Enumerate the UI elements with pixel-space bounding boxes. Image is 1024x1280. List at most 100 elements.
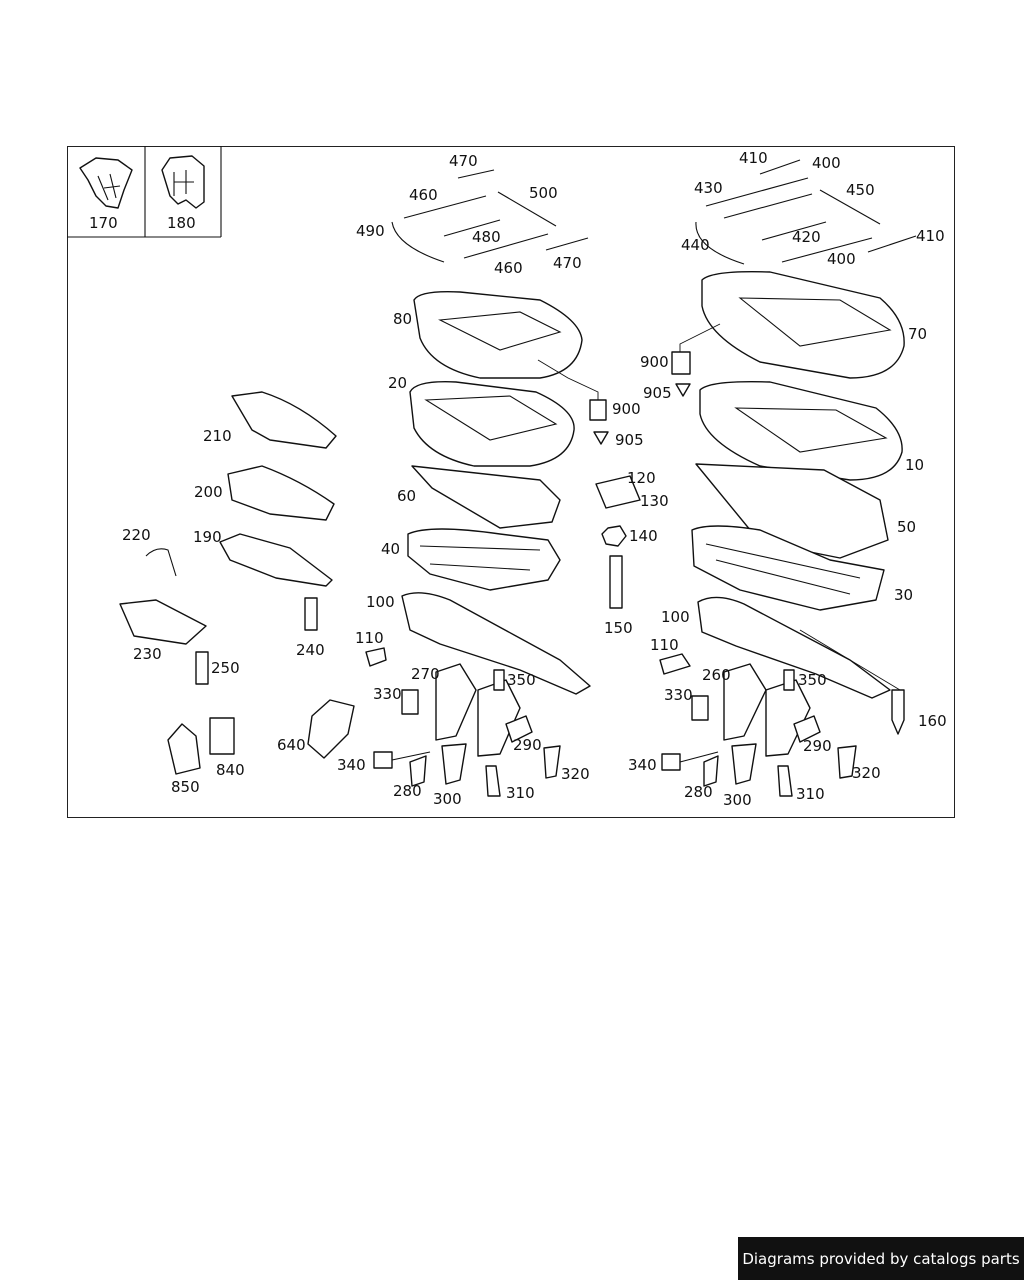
callout-270: 270 (411, 665, 440, 683)
seat-rail-100-right (697, 596, 891, 699)
bracket-190 (219, 533, 333, 587)
seat-rail-100-left (401, 592, 591, 695)
callout-460: 460 (494, 259, 523, 277)
callout-230: 230 (133, 645, 162, 663)
callout-190: 190 (193, 528, 222, 546)
callout-905: 905 (643, 384, 672, 402)
clip-905-b (675, 383, 691, 397)
inset-label-170: 170 (89, 214, 118, 232)
footer-credit-text: Diagrams provided by catalogs parts (742, 1249, 1020, 1268)
callout-100: 100 (661, 608, 690, 626)
callout-220: 220 (122, 526, 151, 544)
callout-640: 640 (277, 736, 306, 754)
spring-wires-right (695, 159, 917, 265)
callout-480: 480 (472, 228, 501, 246)
callout-260: 260 (702, 666, 731, 684)
callout-120: 120 (627, 469, 656, 487)
callout-850: 850 (171, 778, 200, 796)
callout-340: 340 (628, 756, 657, 774)
callout-110: 110 (650, 636, 679, 654)
callout-330: 330 (373, 685, 402, 703)
callout-320: 320 (852, 764, 881, 782)
callout-60: 60 (397, 487, 416, 505)
clip-170-icon (79, 157, 133, 209)
hinge-assembly-right (659, 653, 857, 797)
callout-340: 340 (337, 756, 366, 774)
seat-pan-40 (407, 528, 561, 591)
callout-420: 420 (792, 228, 821, 246)
callout-840: 840 (216, 761, 245, 779)
callout-440: 440 (681, 236, 710, 254)
pad-840 (209, 717, 235, 755)
callout-490: 490 (356, 222, 385, 240)
callout-330: 330 (664, 686, 693, 704)
callout-470: 470 (449, 152, 478, 170)
cover-210 (231, 391, 337, 449)
seat-cushion-70 (701, 271, 905, 379)
callout-450: 450 (846, 181, 875, 199)
callout-290: 290 (803, 737, 832, 755)
seat-cushion-20 (409, 381, 575, 467)
callout-400: 400 (827, 250, 856, 268)
callout-290: 290 (513, 736, 542, 754)
seat-cushion-10 (699, 381, 903, 481)
seat-frame-60 (411, 465, 561, 529)
callout-280: 280 (393, 782, 422, 800)
callout-50: 50 (897, 518, 916, 536)
callout-110: 110 (355, 629, 384, 647)
callout-900: 900 (640, 353, 669, 371)
callout-200: 200 (194, 483, 223, 501)
callout-160: 160 (918, 712, 947, 730)
footer-credit-badge: Diagrams provided by catalogs parts (738, 1237, 1024, 1280)
clip-120-130 (595, 475, 641, 509)
callout-80: 80 (393, 310, 412, 328)
bolt-150 (609, 555, 623, 609)
tray-230 (119, 599, 207, 645)
cover-200 (227, 465, 335, 521)
pin-160 (891, 689, 905, 735)
bracket-110-left (365, 647, 387, 667)
callout-labels: 470 460 500 490 480 460 470 410 400 430 … (122, 149, 947, 809)
diagram-frame (67, 146, 955, 818)
nut-140 (601, 525, 627, 547)
inset-boxes: 170 180 (67, 146, 222, 238)
lever-640 (307, 699, 355, 759)
callout-20: 20 (388, 374, 407, 392)
callout-280: 280 (684, 783, 713, 801)
clip-905-a (593, 431, 609, 445)
callout-310: 310 (506, 784, 535, 802)
callout-70: 70 (908, 325, 927, 343)
seat-pan-30 (691, 525, 885, 611)
callout-470: 470 (553, 254, 582, 272)
callout-310: 310 (796, 785, 825, 803)
callout-500: 500 (529, 184, 558, 202)
clip-220 (145, 548, 177, 577)
clip-900-b (671, 351, 691, 375)
callout-240: 240 (296, 641, 325, 659)
callout-10: 10 (905, 456, 924, 474)
callout-430: 430 (694, 179, 723, 197)
spring-wires-left (391, 169, 589, 263)
callout-250: 250 (211, 659, 240, 677)
callout-150: 150 (604, 619, 633, 637)
seat-cushion-80 (413, 290, 583, 379)
callout-320: 320 (561, 765, 590, 783)
callout-905: 905 (615, 431, 644, 449)
callout-900: 900 (612, 400, 641, 418)
callout-460: 460 (409, 186, 438, 204)
callout-410: 410 (916, 227, 945, 245)
callout-410: 410 (739, 149, 768, 167)
cover-850 (167, 723, 201, 775)
hinge-assembly-left (373, 663, 561, 797)
leader-lines (537, 323, 901, 691)
clip-900-a (589, 399, 607, 421)
callout-130: 130 (640, 492, 669, 510)
inset-label-180: 180 (167, 214, 196, 232)
callout-350: 350 (507, 671, 536, 689)
callout-210: 210 (203, 427, 232, 445)
callout-400: 400 (812, 154, 841, 172)
callout-300: 300 (433, 790, 462, 808)
callout-300: 300 (723, 791, 752, 809)
callout-140: 140 (629, 527, 658, 545)
